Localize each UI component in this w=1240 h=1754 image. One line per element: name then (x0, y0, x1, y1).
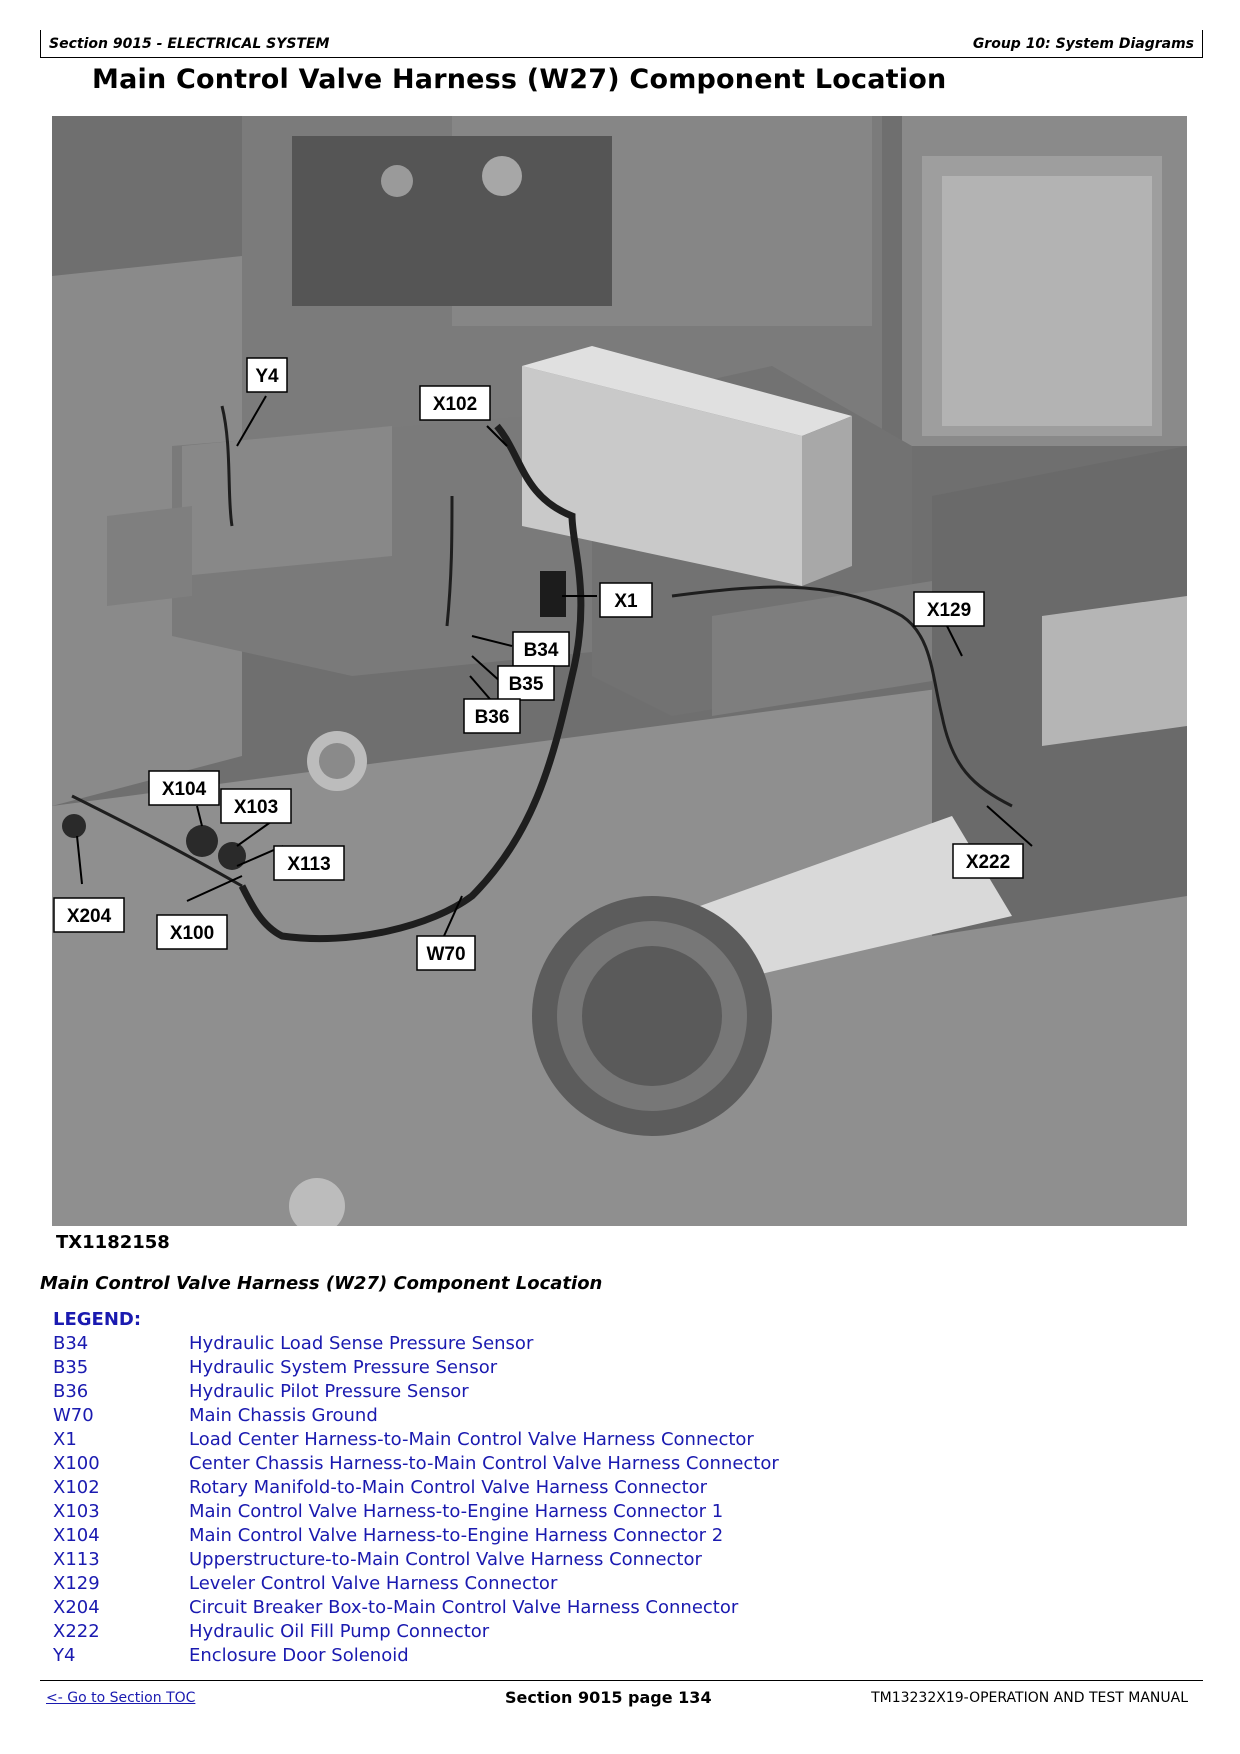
callout-x104: X104 (148, 770, 220, 806)
callout-x103: X103 (220, 788, 292, 824)
callout-label: X1 (614, 591, 638, 612)
legend-desc: Enclosure Door Solenoid (189, 1645, 409, 1666)
callout-b36: B36 (463, 698, 521, 734)
manual-title: TM13232X19-OPERATION AND TEST MANUAL (871, 1690, 1188, 1706)
figure-id: TX1182158 (56, 1232, 170, 1253)
legend-row: X113 Upperstructure-to-Main Control Valve… (53, 1548, 779, 1572)
legend-code: B36 (53, 1381, 89, 1402)
legend-desc: Hydraulic Load Sense Pressure Sensor (189, 1333, 534, 1354)
legend-row: X204 Circuit Breaker Box-to-Main Control … (53, 1596, 779, 1620)
callout-label: B36 (475, 707, 510, 728)
legend-desc: Center Chassis Harness-to-Main Control V… (189, 1453, 779, 1474)
legend-code: X204 (53, 1597, 100, 1618)
callout-y4: Y4 (246, 357, 288, 393)
callout-x204: X204 (53, 897, 125, 933)
legend-row: B34 Hydraulic Load Sense Pressure Sensor (53, 1332, 779, 1356)
legend-code: X1 (53, 1429, 77, 1450)
callout-label: W70 (426, 944, 465, 965)
callout-x1: X1 (599, 582, 653, 618)
legend-row: X100 Center Chassis Harness-to-Main Contr… (53, 1452, 779, 1476)
legend-desc: Main Control Valve Harness-to-Engine Har… (189, 1501, 724, 1522)
page-header: Section 9015 - ELECTRICAL SYSTEM Group 1… (40, 30, 1203, 58)
figure-caption: Main Control Valve Harness (W27) Compone… (40, 1273, 603, 1294)
callout-label: X102 (433, 394, 477, 415)
legend-row: X104 Main Control Valve Harness-to-Engine… (53, 1524, 779, 1548)
legend-row: X222 Hydraulic Oil Fill Pump Connector (53, 1620, 779, 1644)
section-toc-link[interactable]: <- Go to Section TOC (46, 1690, 196, 1706)
legend-row: X102 Rotary Manifold-to-Main Control Valv… (53, 1476, 779, 1500)
legend-row: X1 Load Center Harness-to-Main Control Va… (53, 1428, 779, 1452)
callout-label: X129 (927, 600, 971, 621)
legend-code: X222 (53, 1621, 100, 1642)
legend-desc: Rotary Manifold-to-Main Control Valve Ha… (189, 1477, 708, 1498)
legend-code: X113 (53, 1549, 100, 1570)
component-location-figure: Y4 X102 X1 B34 B35 B36 X129 X104 (52, 116, 1187, 1226)
legend-row: B36 Hydraulic Pilot Pressure Sensor (53, 1380, 779, 1404)
footer-divider (40, 1680, 1203, 1681)
callout-label: B34 (524, 640, 559, 661)
legend-row: X103 Main Control Valve Harness-to-Engine… (53, 1500, 779, 1524)
legend-row: Y4 Enclosure Door Solenoid (53, 1644, 779, 1668)
legend-desc: Hydraulic Oil Fill Pump Connector (189, 1621, 490, 1642)
group-title: Group 10: System Diagrams (972, 36, 1194, 52)
legend-desc: Circuit Breaker Box-to-Main Control Valv… (189, 1597, 739, 1618)
callout-b34: B34 (512, 631, 570, 667)
callout-w70: W70 (416, 935, 476, 971)
callout-b35: B35 (497, 665, 555, 701)
callout-x102: X102 (419, 385, 491, 421)
callout-x222: X222 (952, 843, 1024, 879)
legend-code: X104 (53, 1525, 100, 1546)
page-number: Section 9015 page 134 (505, 1688, 712, 1707)
legend-code: X103 (53, 1501, 100, 1522)
page-title: Main Control Valve Harness (W27) Compone… (92, 64, 947, 95)
legend-code: W70 (53, 1405, 94, 1426)
legend-row: B35 Hydraulic System Pressure Sensor (53, 1356, 779, 1380)
callout-x100: X100 (156, 914, 228, 950)
callout-label: X100 (170, 923, 214, 944)
machine-illustration: Y4 X102 X1 B34 B35 B36 X129 X104 (52, 116, 1187, 1226)
legend-desc: Main Chassis Ground (189, 1405, 378, 1426)
legend-code: X129 (53, 1573, 100, 1594)
legend: LEGEND: B34 Hydraulic Load Sense Pressure… (53, 1308, 779, 1668)
legend-desc: Hydraulic System Pressure Sensor (189, 1357, 498, 1378)
callout-label: X113 (287, 854, 330, 875)
callout-label: X104 (162, 779, 207, 800)
legend-row: X129 Leveler Control Valve Harness Connec… (53, 1572, 779, 1596)
callout-label: Y4 (255, 366, 279, 387)
callout-x129: X129 (913, 591, 985, 627)
legend-code: B34 (53, 1333, 89, 1354)
legend-desc: Main Control Valve Harness-to-Engine Har… (189, 1525, 724, 1546)
legend-desc: Load Center Harness-to-Main Control Valv… (189, 1429, 754, 1450)
callout-label: B35 (509, 674, 544, 695)
legend-code: X102 (53, 1477, 100, 1498)
legend-code: B35 (53, 1357, 89, 1378)
legend-desc: Upperstructure-to-Main Control Valve Har… (189, 1549, 702, 1570)
legend-title: LEGEND: (53, 1309, 142, 1330)
callout-label: X103 (234, 797, 278, 818)
legend-desc: Leveler Control Valve Harness Connector (189, 1573, 558, 1594)
legend-row: W70 Main Chassis Ground (53, 1404, 779, 1428)
callout-label: X204 (67, 906, 112, 927)
callout-x113: X113 (273, 845, 345, 881)
legend-code: X100 (53, 1453, 100, 1474)
section-title: Section 9015 - ELECTRICAL SYSTEM (49, 36, 330, 52)
legend-desc: Hydraulic Pilot Pressure Sensor (189, 1381, 469, 1402)
legend-code: Y4 (53, 1645, 76, 1666)
callout-label: X222 (966, 852, 1010, 873)
